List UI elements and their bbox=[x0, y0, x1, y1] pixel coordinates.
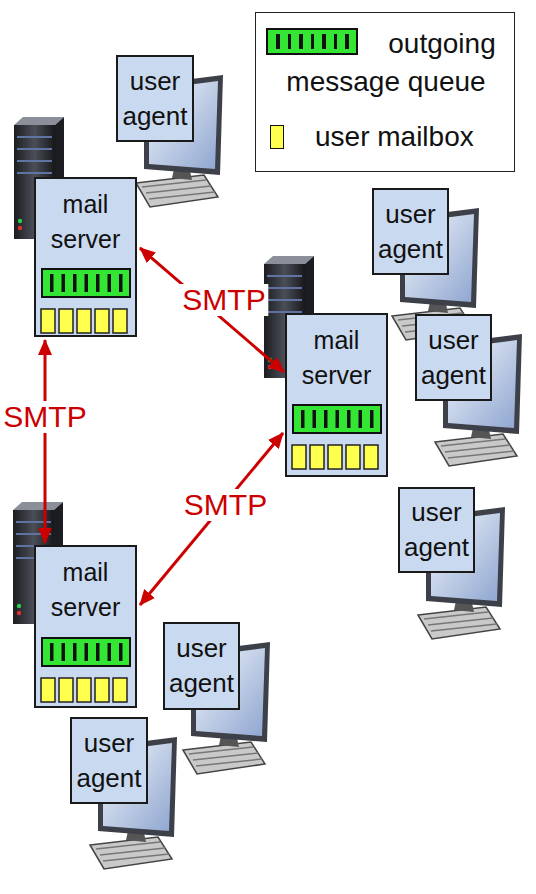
mailbox-row bbox=[41, 678, 127, 702]
queue-tick bbox=[311, 34, 315, 49]
smtp-connector bbox=[140, 248, 284, 372]
queue-tick bbox=[288, 34, 292, 49]
protocol-label: SMTP bbox=[179, 284, 268, 316]
node-label: user agent bbox=[400, 495, 473, 565]
smtp-connector bbox=[140, 433, 283, 605]
message-queue bbox=[293, 405, 381, 433]
user-agent-box: user agent bbox=[415, 314, 492, 401]
user-agent-box: user agent bbox=[163, 622, 240, 710]
smtp-connector bbox=[44, 340, 47, 543]
queue-tick bbox=[345, 34, 349, 49]
message-queue bbox=[42, 638, 130, 666]
user-agent-box: user agent bbox=[398, 487, 475, 573]
protocol-label: SMTP bbox=[0, 401, 89, 433]
mail-server-box: mail server bbox=[285, 313, 388, 477]
legend-row: user mailbox bbox=[270, 118, 500, 156]
node-label: user agent bbox=[118, 64, 192, 134]
legend-box: outgoing message queue user mailbox bbox=[255, 12, 515, 172]
user-agent-box: user agent bbox=[372, 188, 449, 275]
node-label: mail server bbox=[287, 323, 386, 393]
node-label: user agent bbox=[374, 197, 447, 267]
mailbox-row bbox=[292, 445, 378, 469]
node-label: user agent bbox=[165, 631, 238, 701]
mailbox-row bbox=[41, 309, 127, 333]
user-agent-box: user agent bbox=[70, 717, 148, 804]
mail-server-box: mail server bbox=[34, 545, 137, 708]
user-agent-box: user agent bbox=[116, 55, 194, 142]
queue-tick bbox=[276, 34, 280, 49]
message-queue bbox=[42, 269, 130, 297]
protocol-label: SMTP bbox=[181, 489, 270, 521]
queue-tick bbox=[299, 34, 303, 49]
node-label: user agent bbox=[72, 726, 146, 796]
mail-server-box: mail server bbox=[34, 177, 137, 337]
node-label: user agent bbox=[417, 323, 490, 393]
legend-row: outgoing message queue bbox=[266, 25, 506, 101]
node-label: mail server bbox=[36, 555, 135, 625]
queue-tick bbox=[334, 34, 338, 49]
legend-swatch bbox=[270, 125, 284, 149]
legend-text: user mailbox bbox=[315, 121, 474, 152]
node-label: mail server bbox=[36, 187, 135, 257]
queue-tick bbox=[322, 34, 326, 49]
legend-swatch bbox=[266, 28, 358, 55]
